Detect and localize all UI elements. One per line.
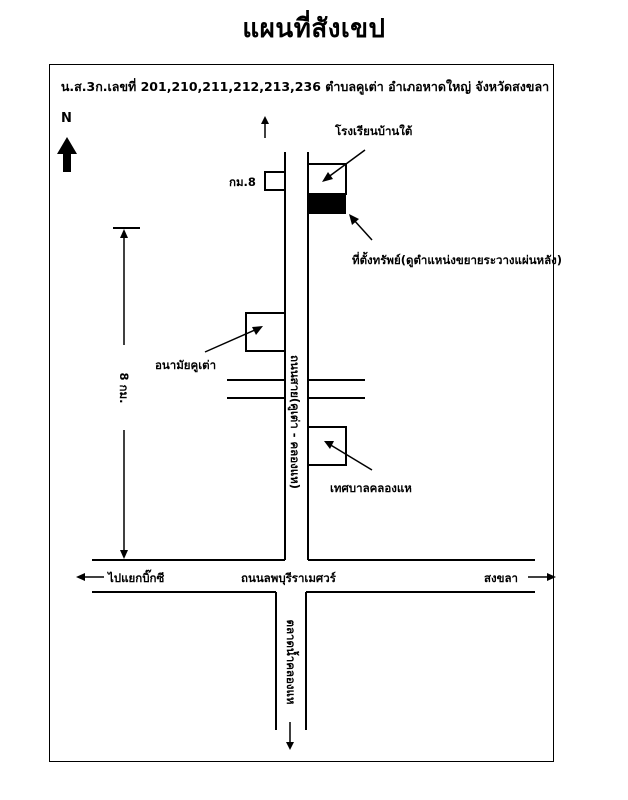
property-label: ที่ตั้งทรัพย์(ดูตำแหน่งขยายระวางแผ่นหลัง…: [352, 253, 563, 267]
school-leader-arrow-icon: [322, 149, 366, 182]
health-center-label: อนามัยคูเต่า: [155, 358, 217, 372]
municipality-leader-arrow-icon: [324, 441, 373, 471]
map-frame: [49, 64, 554, 762]
km-marker-box: [264, 171, 286, 191]
to-songkhla-label: สงขลา: [484, 571, 519, 585]
right-arrow-icon: [528, 573, 556, 581]
municipality-box: [307, 426, 347, 466]
health-center-box: [245, 312, 286, 352]
school-label: โรงเรียนบ้านใต้: [335, 124, 413, 138]
health-center-leader-arrow-icon: [204, 326, 263, 353]
to-bigc-label: ไปแยกบิ๊กซี: [108, 571, 165, 585]
north-arrow-icon: [57, 137, 77, 172]
market-road-label: ตลาดน้ำคลองแห: [284, 619, 298, 705]
road-vertical-label: ถนนสาย(คูเต่า - คลองแห): [288, 355, 302, 489]
deed-description: น.ส.3ก.เลขที่ 201,210,211,212,213,236 ตำ…: [60, 79, 550, 94]
up-arrow-icon: [261, 116, 269, 138]
distance-label: 8 กม.: [117, 372, 131, 404]
left-arrow-icon: [76, 573, 104, 581]
main-road-label: ถนนลพบุรีราเมศวร์: [241, 571, 336, 585]
down-arrow-icon: [286, 722, 294, 750]
municipality-label: เทศบาลคลองแห: [330, 481, 412, 495]
north-label: N: [61, 111, 72, 126]
distance-dimension: [113, 227, 140, 561]
property-leader-arrow-icon: [349, 214, 373, 241]
property-box: [308, 194, 346, 214]
km-marker-label: กม.8: [229, 175, 256, 189]
map-title: แผนที่สังเขป: [242, 14, 386, 44]
